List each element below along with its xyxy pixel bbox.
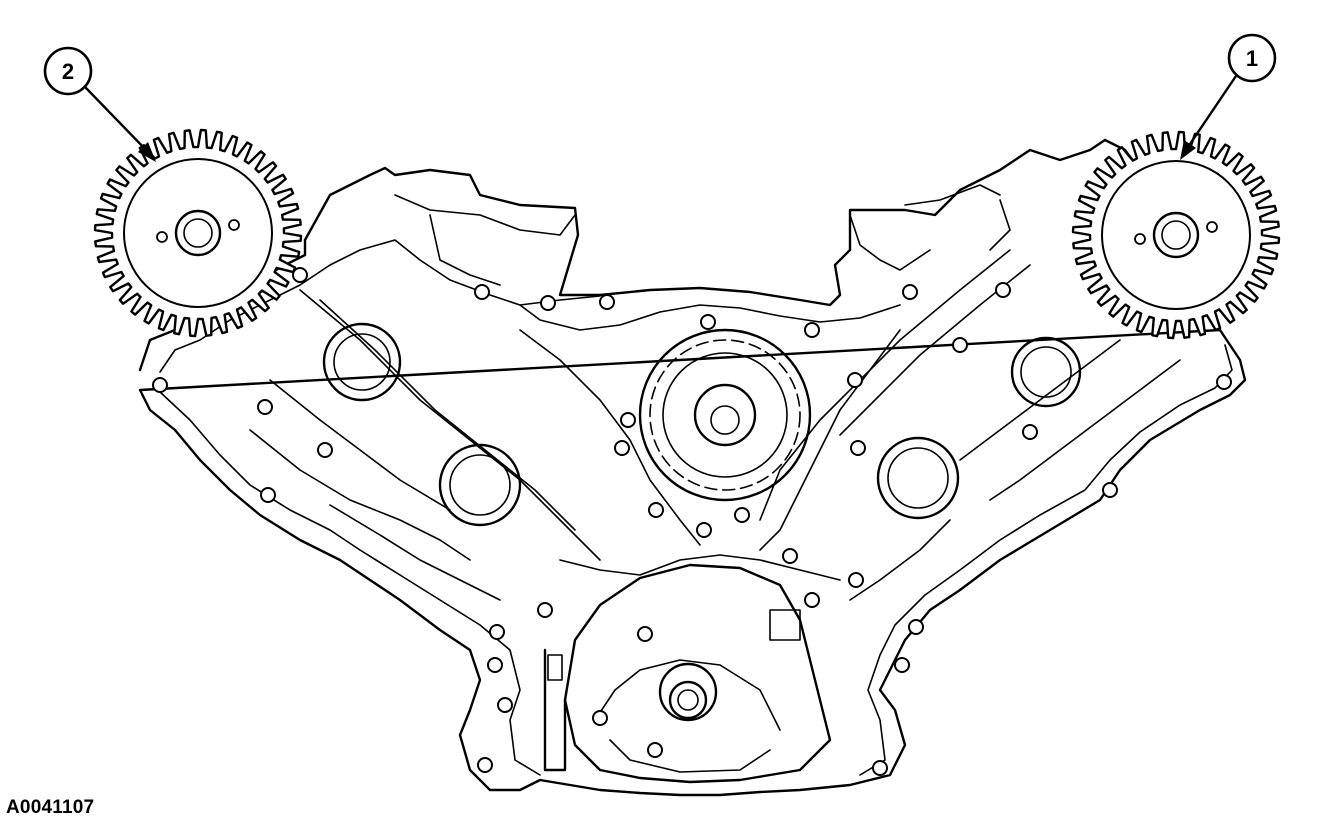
sprocket-hub-ring [123, 158, 273, 308]
callout-2-leader [84, 86, 150, 154]
sprocket-dowel-hole [1206, 221, 1218, 233]
bolt-hole [592, 710, 608, 726]
bolt-hole [848, 572, 864, 588]
bolt-hole [1216, 374, 1232, 390]
callout-1: 1 [1180, 33, 1277, 160]
bolt-hole [908, 619, 924, 635]
bolt-hole [599, 294, 615, 310]
bolt-hole [850, 440, 866, 456]
center-pulley-housing [638, 328, 812, 502]
callout-2-number: 2 [62, 59, 74, 84]
bolt-hole [637, 626, 653, 642]
bolt-hole [648, 502, 664, 518]
figure-id-label: A0041107 [6, 797, 95, 818]
bolt-hole [497, 697, 513, 713]
camshaft-sprocket-left [93, 128, 303, 338]
bolt-hole [260, 487, 276, 503]
bolt-hole [477, 757, 493, 773]
bolt-hole [847, 372, 863, 388]
bolt-hole [804, 592, 820, 608]
bolt-hole [872, 760, 888, 776]
camshaft-sprocket-right [1071, 130, 1281, 340]
sprocket-hub-ring [1101, 160, 1251, 310]
bolt-hole [952, 337, 968, 353]
bolt-hole [540, 295, 556, 311]
callout-2: 2 [43, 46, 156, 162]
bolt-hole [647, 742, 663, 758]
bolt-hole [620, 412, 636, 428]
bolt-hole [1102, 482, 1118, 498]
oil-pump-cover [543, 563, 832, 784]
bolt-hole [782, 548, 798, 564]
bolt-hole [614, 440, 630, 456]
sprocket-dowel-hole [228, 219, 240, 231]
bolt-hole [487, 657, 503, 673]
sprocket-center-inner [183, 218, 213, 248]
callout-1-arrowhead [1180, 140, 1196, 160]
callout-1-leader [1184, 74, 1238, 152]
bolt-hole [257, 399, 273, 415]
bolt-hole [1022, 424, 1038, 440]
coolant-passages [322, 322, 1082, 527]
bolt-hole [317, 442, 333, 458]
bolt-hole [489, 624, 505, 640]
bolt-hole [894, 657, 910, 673]
bolt-hole [804, 322, 820, 338]
callout-1-circle [1227, 33, 1277, 83]
sprocket-dowel-hole [1134, 233, 1146, 245]
sprocket-center-inner [1161, 220, 1191, 250]
bolt-hole [292, 267, 308, 283]
bolt-hole [152, 377, 168, 393]
sprocket-dowel-hole [156, 231, 168, 243]
bolt-hole [734, 507, 750, 523]
callout-2-arrowhead [138, 142, 156, 162]
bolt-hole [474, 284, 490, 300]
bolt-hole [537, 602, 553, 618]
bolt-hole [700, 314, 716, 330]
callout-1-number: 1 [1246, 46, 1258, 71]
bolt-holes [152, 267, 1232, 776]
bolt-hole [696, 522, 712, 538]
callout-2-circle [43, 46, 93, 96]
bolt-hole [995, 282, 1011, 298]
bolt-hole [902, 284, 918, 300]
